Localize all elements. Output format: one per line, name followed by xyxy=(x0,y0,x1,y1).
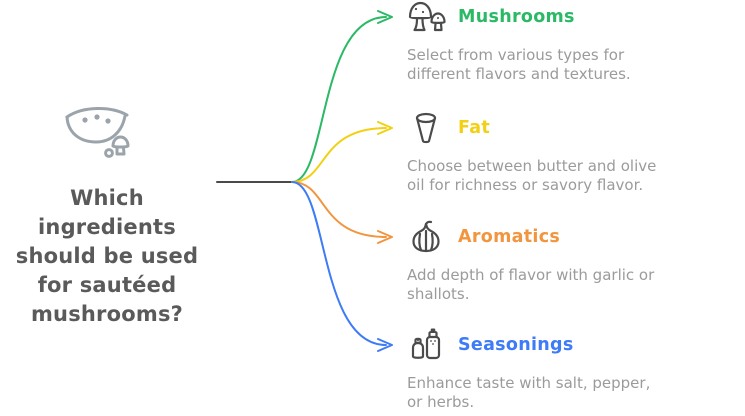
salt-pepper-shakers-icon xyxy=(405,328,447,362)
branch-node-fat[interactable]: Fat Choose between butter and olive oil … xyxy=(405,111,705,195)
branch-description-fat: Choose between butter and olive oil for … xyxy=(407,157,657,194)
branch-node-mushrooms[interactable]: Mushrooms Select from various types for … xyxy=(405,0,705,84)
question-text[interactable]: Which ingredients should be used for sau… xyxy=(15,186,199,326)
fat-cone-icon xyxy=(405,111,447,145)
branch-curve-seasonings xyxy=(291,181,387,346)
branch-arrow-seasonings xyxy=(377,338,393,352)
branch-arrow-aromatics xyxy=(377,230,393,244)
branch-title-seasonings: Seasonings xyxy=(458,335,574,355)
branch-title-fat: Fat xyxy=(458,118,491,138)
branch-description-seasonings: Enhance taste with salt, pepper, or herb… xyxy=(407,374,651,411)
branch-description-aromatics: Add depth of flavor with garlic or shall… xyxy=(407,266,655,303)
soup-bowl-mushrooms-icon xyxy=(55,90,139,166)
branch-arrow-mushrooms xyxy=(377,10,393,24)
garlic-icon xyxy=(405,220,447,254)
branch-node-aromatics[interactable]: Aromatics Add depth of flavor with garli… xyxy=(405,220,705,304)
branch-title-aromatics: Aromatics xyxy=(458,227,561,247)
branch-arrow-fat xyxy=(377,121,393,135)
branch-curve-aromatics xyxy=(291,181,387,238)
branch-title-mushrooms: Mushrooms xyxy=(458,7,575,27)
branch-curve-fat xyxy=(291,127,387,183)
mushrooms-icon xyxy=(405,0,447,34)
branch-curve-mushrooms xyxy=(291,16,387,183)
branch-description-mushrooms: Select from various types for different … xyxy=(407,46,631,83)
branch-node-seasonings[interactable]: Seasonings Enhance taste with salt, pepp… xyxy=(405,328,705,412)
